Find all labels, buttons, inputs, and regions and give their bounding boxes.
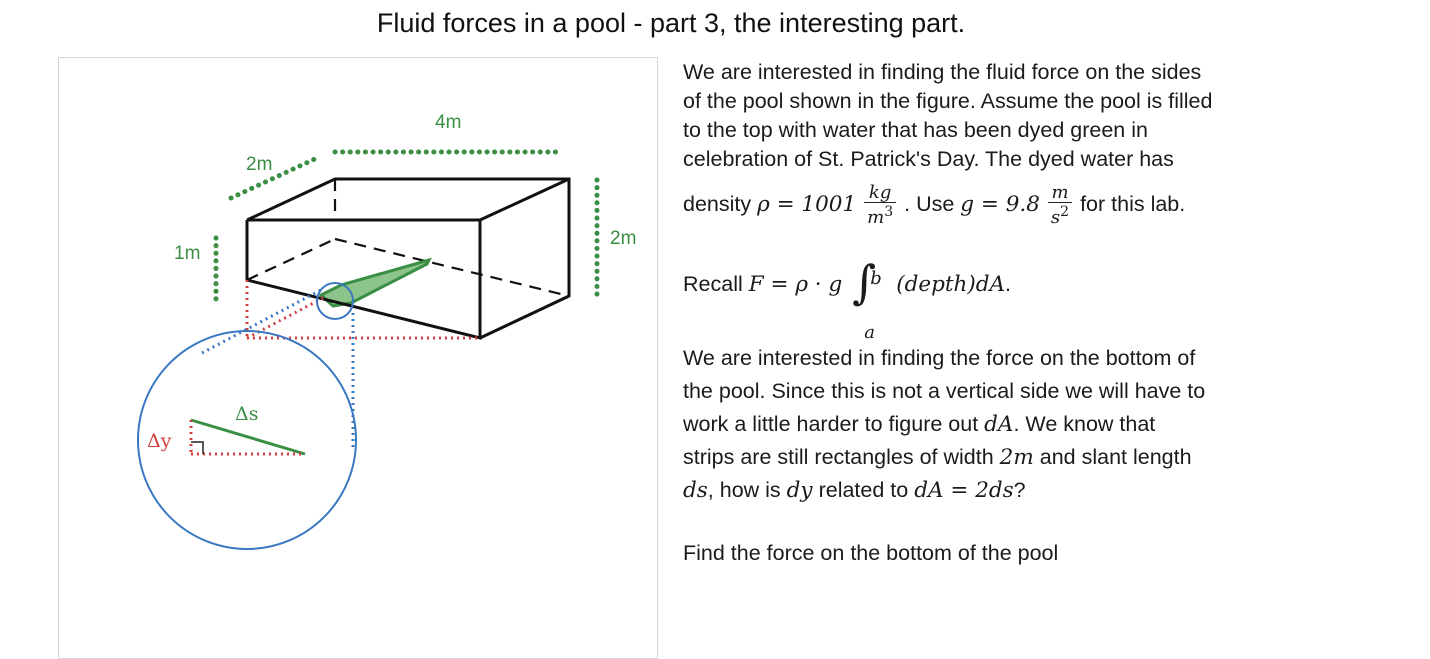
use-text: . Use	[904, 192, 955, 216]
recall-end: .	[1005, 272, 1012, 296]
gravity-units: m s2	[1047, 183, 1073, 227]
bottom-line-3a: work a little harder to figure out	[683, 412, 979, 437]
hidden-edge-bottom-left	[246, 238, 336, 281]
density-units-num: kg	[864, 183, 897, 203]
label-length: 4m	[435, 112, 461, 133]
find-instruction: Find the force on the bottom of the pool	[683, 541, 1059, 566]
width-dimension-line	[228, 155, 320, 201]
integral-upper-bound: b	[870, 268, 882, 290]
integral-symbol: ∫ b a	[848, 250, 890, 343]
gravity-units-num: m	[1047, 183, 1073, 203]
label-shallow-depth: 1m	[174, 243, 200, 264]
intro-line-1: We are interested in finding the fluid f…	[683, 60, 1202, 84]
bottom-line-1: We are interested in finding the force o…	[683, 346, 1196, 371]
density-units-exp: 3	[884, 203, 894, 220]
label-deep-depth: 2m	[610, 228, 636, 249]
bottom-line-2: the pool. Since this is not a vertical s…	[683, 379, 1206, 404]
label-width: 2m	[246, 154, 272, 175]
density-expr: ρ = 1001	[757, 192, 857, 217]
pool-front-face	[245, 218, 482, 340]
intro-line-4: celebration of St. Patrick's Day. The dy…	[683, 147, 1174, 171]
problem-text: We are interested in finding the fluid f…	[683, 58, 1303, 568]
bottom-line-5a: , how is	[707, 478, 781, 503]
bottom-line-4b: and slant length	[1039, 445, 1192, 470]
recall-rhs: (depth)dA	[896, 272, 1006, 297]
intro-paragraph: We are interested in finding the fluid f…	[683, 58, 1303, 174]
projection-red-diagonal	[246, 296, 324, 340]
bottom-paragraph: We are interested in finding the force o…	[683, 342, 1303, 507]
width-term: 2m	[999, 445, 1034, 471]
density-units-m: m	[867, 206, 885, 228]
dA-term: dA	[984, 412, 1014, 438]
bottom-line-5c: ?	[1013, 478, 1026, 503]
label-delta-y: Δy	[147, 430, 172, 452]
hidden-edge-bottom-back	[334, 237, 570, 298]
slant-segment	[190, 418, 306, 456]
density-units: kg m3	[864, 183, 897, 227]
integral-sign: ∫	[852, 255, 877, 310]
pool-top-right-edge	[479, 177, 570, 222]
gravity-expr: g = 9.8	[960, 192, 1040, 217]
density-units-den: m3	[864, 203, 896, 227]
recall-line: Recall F = ρ · g ∫ b a (depth)dA.	[683, 249, 1303, 343]
gravity-units-den: s2	[1048, 203, 1072, 227]
density-word: density	[683, 192, 752, 216]
gravity-units-s: s	[1050, 206, 1061, 228]
page-title: Fluid forces in a pool - part 3, the int…	[376, 8, 966, 38]
intro-line-3: to the top with water that has been dyed…	[683, 118, 1148, 142]
ds-term: ds	[683, 478, 708, 504]
dA-equation: dA = 2ds	[914, 478, 1014, 504]
zoom-circle	[137, 330, 357, 550]
recall-word: Recall	[683, 272, 743, 296]
dy-term: dy	[786, 478, 813, 504]
zoom-source-circle	[316, 282, 354, 320]
bottom-line-3b: . We know that	[1013, 412, 1156, 437]
label-delta-s: Δs	[235, 403, 258, 425]
integral-lower-bound: a	[864, 322, 875, 344]
pool-figure: 4m 2m 1m 2m Δs Δy	[58, 57, 658, 659]
constants-line: density ρ = 1001 kg m3 . Use g = 9.8 m s…	[683, 180, 1303, 229]
zoom-connector-left	[201, 288, 322, 355]
for-lab-text: for this lab.	[1080, 192, 1186, 216]
bottom-line-5b: related to	[818, 478, 909, 503]
intro-line-2: of the pool shown in the figure. Assume …	[683, 89, 1213, 113]
gravity-units-exp: 2	[1060, 203, 1070, 220]
pool-diagram: 4m 2m 1m 2m Δs Δy	[137, 112, 636, 550]
right-angle-marker	[191, 441, 204, 454]
recall-lhs: F = ρ · g	[748, 272, 843, 297]
bottom-line-4a: strips are still rectangles of width	[683, 445, 994, 470]
